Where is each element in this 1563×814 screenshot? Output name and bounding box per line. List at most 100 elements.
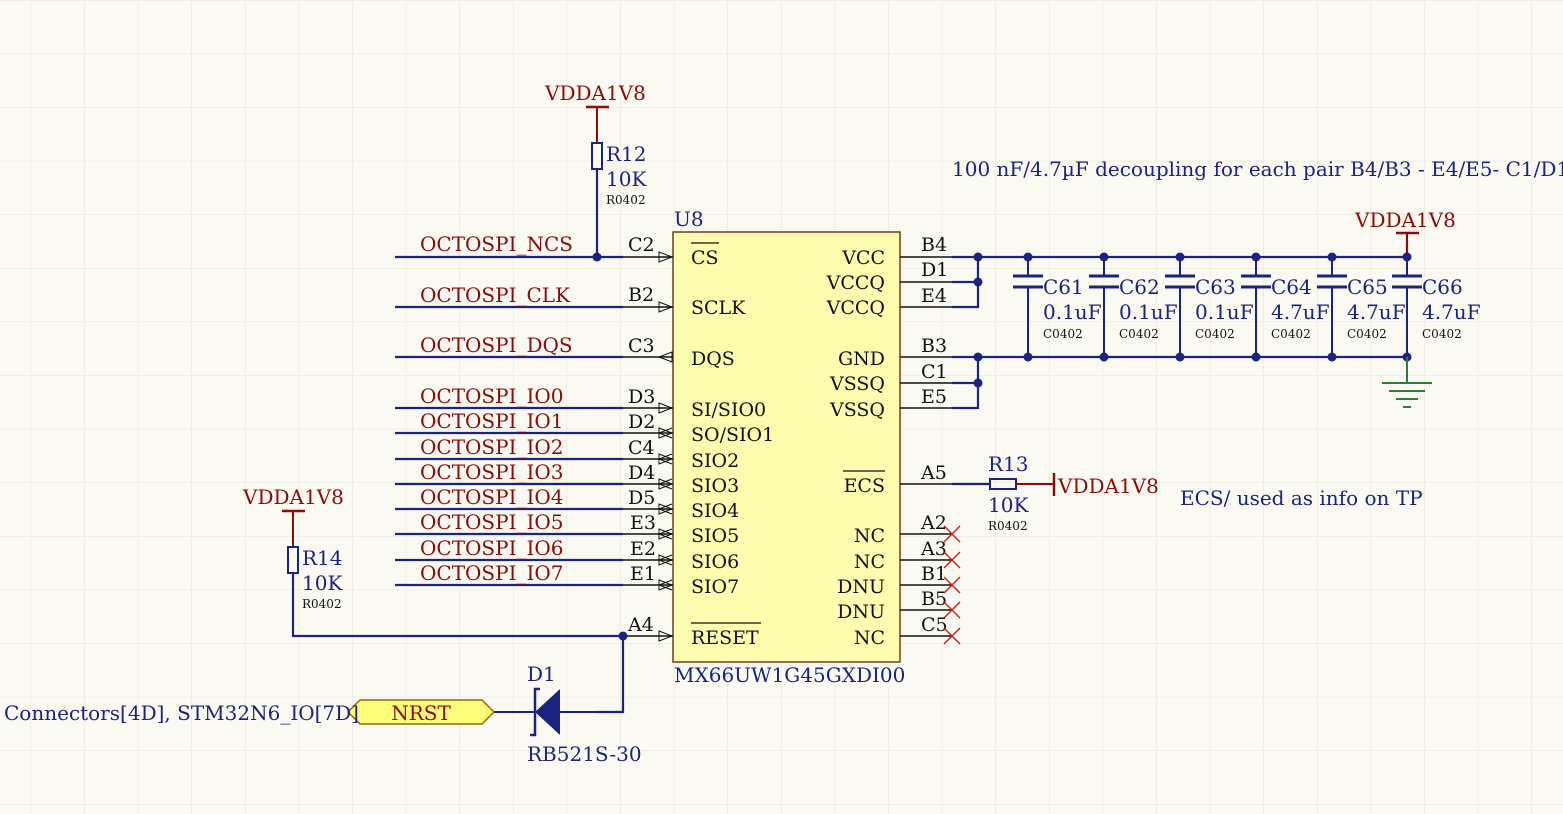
power-label-vdda1v8: VDDA1V8 (1354, 208, 1456, 232)
pin-name: SIO7 (691, 576, 739, 598)
diode-part: RB521S-30 (527, 742, 642, 766)
cap-value: 4.7uF (1271, 300, 1330, 324)
pin-name: NC (854, 551, 885, 573)
cap-ref: C64 (1271, 275, 1312, 299)
capacitor-c64[interactable]: C64 4.7uF C0402 (1241, 257, 1330, 357)
capacitor-c62[interactable]: C62 0.1uF C0402 (1089, 257, 1178, 357)
resistor-footprint: R0402 (302, 597, 342, 611)
cap-footprint: C0402 (1119, 327, 1159, 341)
u8-left-pin-numbers: C2 B2 C3 D3 D2 C4 D4 D5 E3 E2 E1 A4 (627, 234, 656, 636)
pin-name: SO/SIO1 (691, 424, 774, 446)
power-label-vdda1v8: VDDA1V8 (1057, 474, 1159, 498)
pin-number: D2 (628, 411, 655, 433)
u8-body[interactable] (672, 231, 901, 663)
pin-number: E2 (630, 538, 656, 560)
pin-number: D5 (628, 487, 655, 509)
cap-ref: C65 (1347, 275, 1388, 299)
pin-name: DNU (837, 601, 885, 623)
nrst-port[interactable]: NRST Connectors[4D], STM32N6_IO[7D] (4, 699, 496, 725)
resistor-footprint: R0402 (988, 519, 1028, 533)
r14-pullup[interactable]: VDDA1V8 R14 10K R0402 (242, 485, 623, 638)
junction (618, 631, 628, 641)
net-label: OCTOSPI_IO1 (420, 409, 564, 433)
u8-part-number: MX66UW1G45GXDI00 (674, 663, 905, 687)
cap-value: 0.1uF (1119, 300, 1178, 324)
diode-ref: D1 (527, 662, 556, 686)
resistor-value: 10K (302, 571, 343, 595)
pin-name: SIO3 (691, 475, 739, 497)
net-label: OCTOSPI_IO0 (420, 384, 564, 408)
pin-number: B1 (921, 563, 947, 585)
net-label: OCTOSPI_CLK (420, 283, 571, 307)
power-label-vdda1v8: VDDA1V8 (544, 81, 646, 105)
capacitor-c66[interactable]: C66 4.7uF C0402 (1392, 257, 1481, 357)
pin-number: C2 (628, 234, 655, 256)
ground-icon (1382, 357, 1432, 408)
resistor-footprint: R0402 (606, 193, 646, 207)
r12-pullup[interactable]: VDDA1V8 R12 10K R0402 (544, 81, 647, 262)
pin-number: B5 (921, 588, 947, 610)
vdda-top-right: VDDA1V8 (1354, 208, 1456, 250)
cap-ref: C66 (1422, 275, 1463, 299)
resistor-ref: R14 (302, 546, 343, 570)
pin-number: B4 (921, 234, 947, 256)
pin-name: DNU (837, 576, 885, 598)
cap-value: 4.7uF (1422, 300, 1481, 324)
pin-name: SIO6 (691, 551, 739, 573)
pin-name-reset: RESET (691, 627, 759, 649)
cap-value: 0.1uF (1195, 300, 1254, 324)
capacitor-c65[interactable]: C65 4.7uF C0402 (1317, 257, 1406, 357)
pin-name: SI/SIO0 (691, 399, 766, 421)
capacitor-c63[interactable]: C63 0.1uF C0402 (1165, 257, 1254, 357)
resistor-value: 10K (606, 167, 647, 191)
junction (592, 252, 602, 262)
port-label: NRST (391, 701, 451, 725)
cap-footprint: C0402 (1195, 327, 1235, 341)
cap-footprint: C0402 (1271, 327, 1311, 341)
pin-name: SIO2 (691, 450, 739, 472)
pin-number: D3 (628, 386, 655, 408)
net-label: OCTOSPI_IO7 (420, 561, 564, 585)
octospi-wires (395, 255, 623, 587)
pin-number: E4 (921, 285, 947, 307)
reset-diode-d1[interactable]: D1 RB521S-30 (493, 631, 642, 767)
u8-right-pin-numbers: B4 D1 E4 B3 C1 E5 A5 A2 A3 B1 B5 C5 (920, 234, 948, 636)
power-label-vdda1v8: VDDA1V8 (242, 485, 344, 509)
pin-name: VCC (841, 247, 885, 269)
cap-value: 4.7uF (1347, 300, 1406, 324)
net-label: OCTOSPI_IO3 (420, 460, 564, 484)
pin-name-cs: CS (691, 247, 719, 269)
cap-footprint: C0402 (1422, 327, 1462, 341)
net-label: OCTOSPI_IO2 (420, 435, 564, 459)
pin-number: E1 (630, 563, 656, 585)
decoupling-note: 100 nF/4.7µF decoupling for each pair B4… (952, 157, 1563, 181)
pin-name: GND (838, 348, 885, 370)
pin-name: SIO4 (691, 500, 739, 522)
pin-number: B2 (628, 284, 654, 306)
pin-number: E3 (630, 512, 656, 534)
cap-ref: C61 (1043, 275, 1084, 299)
u8-designator: U8 (674, 207, 704, 231)
pin-number: C3 (628, 335, 655, 357)
port-cross-reference[interactable]: Connectors[4D], STM32N6_IO[7D] (4, 701, 359, 725)
r13-ecs[interactable]: VDDA1V8 R13 10K R0402 (952, 452, 1159, 533)
pin-name: VSSQ (829, 399, 885, 421)
pin-number: C1 (921, 361, 948, 383)
net-label: OCTOSPI_IO5 (420, 510, 564, 534)
net-label: OCTOSPI_IO6 (420, 536, 564, 560)
cap-footprint: C0402 (1347, 327, 1387, 341)
cap-ref: C63 (1195, 275, 1236, 299)
capacitor-c61[interactable]: C61 0.1uF C0402 (1013, 257, 1102, 357)
pin-name: VCCQ (826, 272, 885, 294)
pin-number: C5 (921, 614, 948, 636)
ecs-note: ECS/ used as info on TP (1180, 486, 1423, 510)
resistor-ref: R13 (988, 452, 1029, 476)
pin-name: NC (854, 525, 885, 547)
u8-right-pin-names: VCC VCCQ VCCQ GND VSSQ VSSQ ECS NC NC DN… (826, 247, 885, 649)
u8-left-pin-names: CS SCLK DQS SI/SIO0 SO/SIO1 SIO2 SIO3 SI… (691, 242, 774, 649)
pin-name: SIO5 (691, 525, 739, 547)
pin-name-ecs: ECS (844, 475, 885, 497)
u8-left-pins (623, 256, 673, 637)
pin-number: D1 (921, 259, 948, 281)
